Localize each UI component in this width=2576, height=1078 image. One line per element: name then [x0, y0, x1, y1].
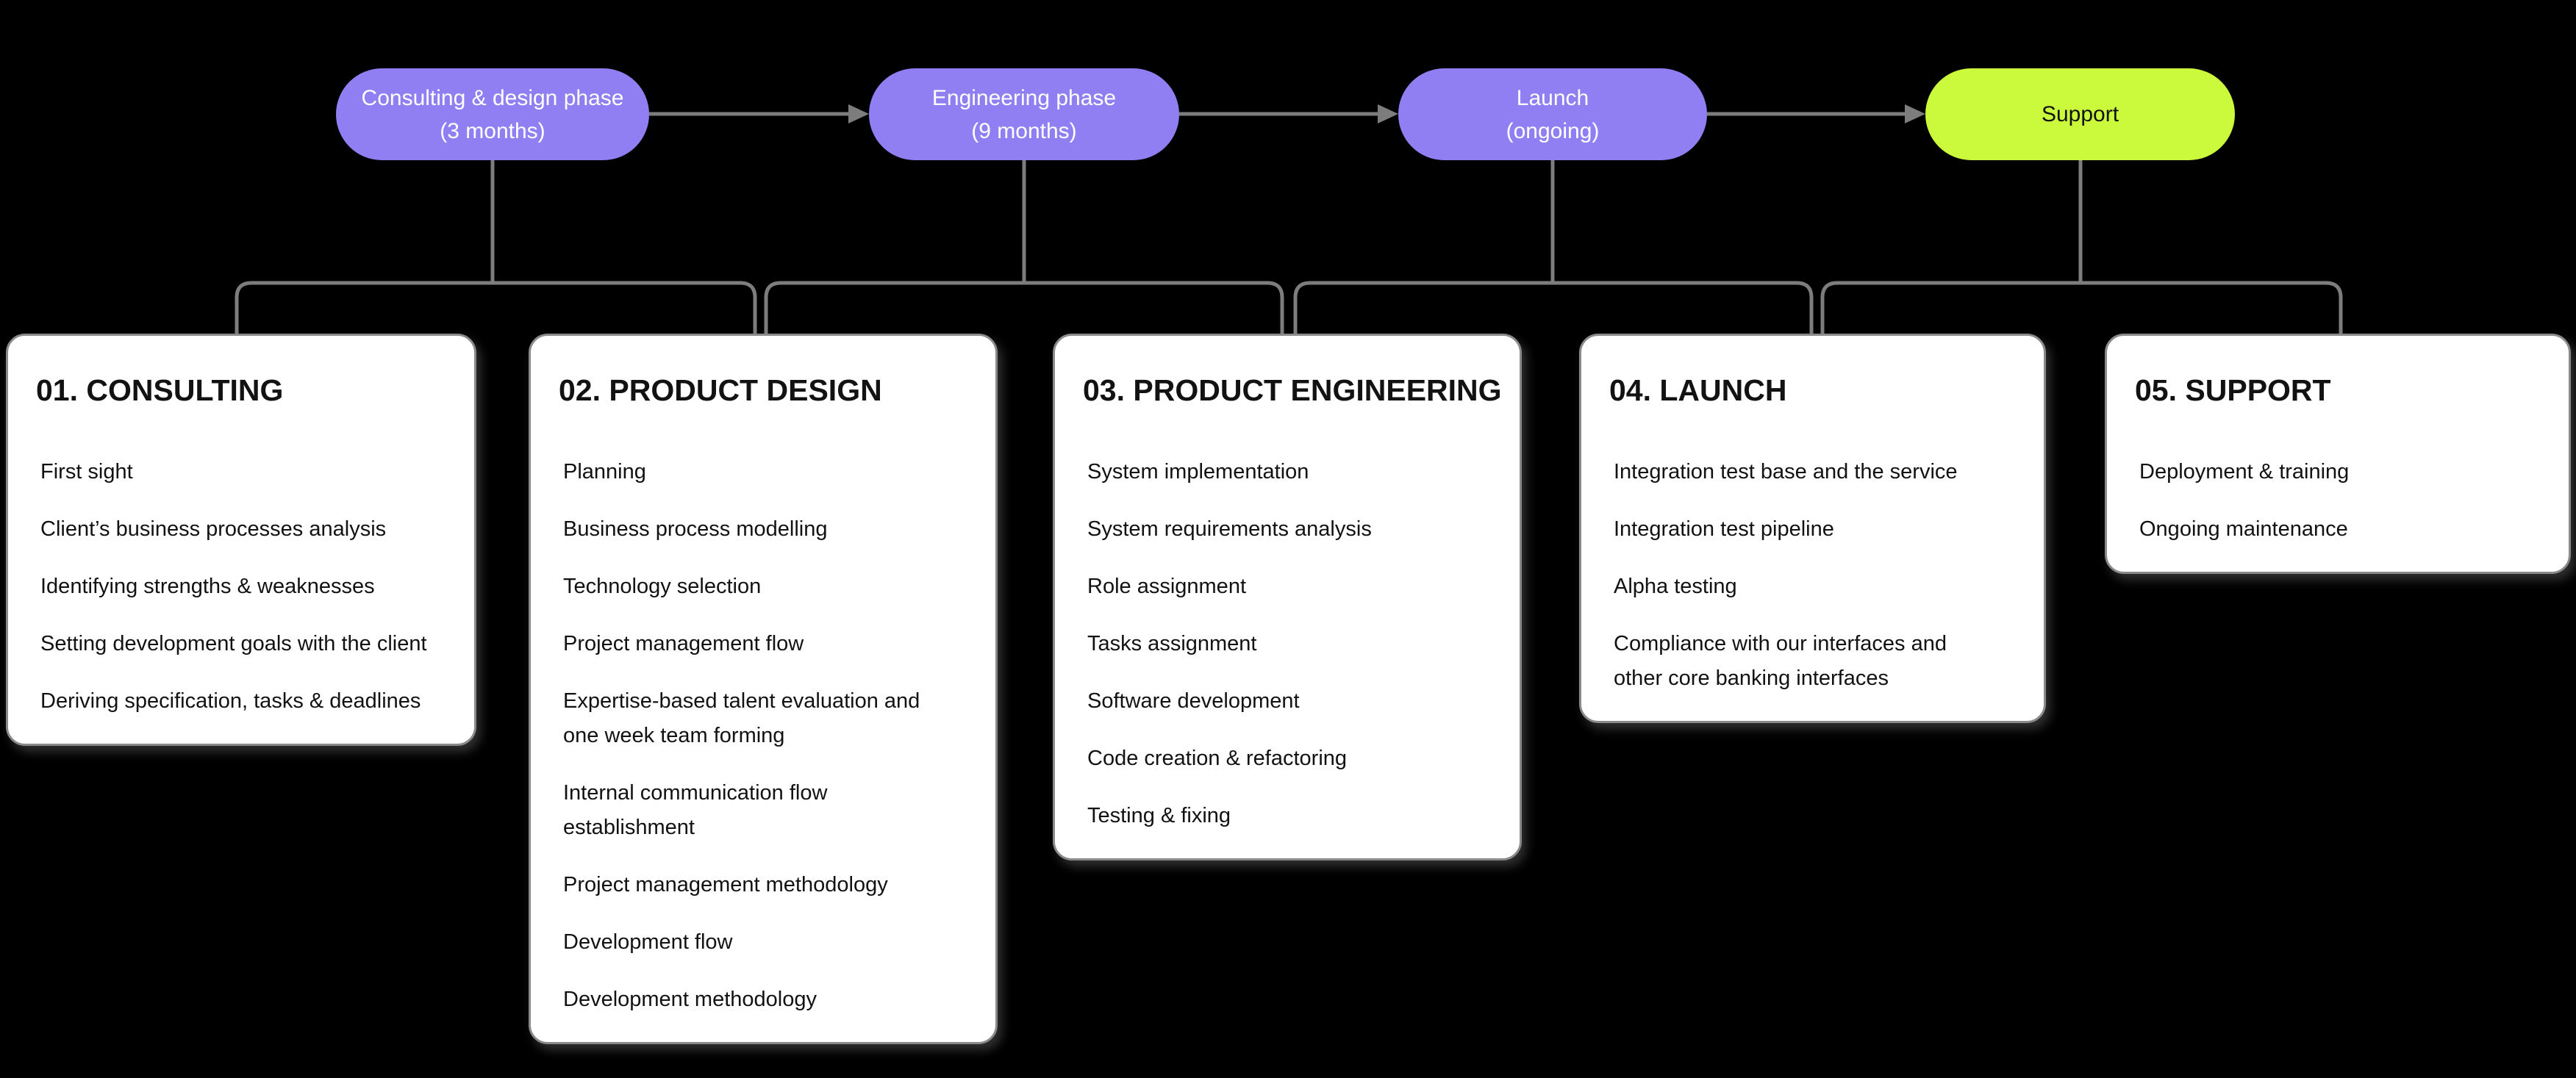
- card-item: Deriving specification, tasks & deadline…: [40, 684, 448, 719]
- card-item: Project management methodology: [563, 868, 969, 902]
- card-item: Alpha testing: [1614, 569, 2017, 604]
- card-item: Deployment & training: [2139, 455, 2542, 489]
- phase-pill-label-line: (9 months): [971, 118, 1077, 143]
- phase-pill-label-line: Consulting & design phase: [361, 85, 624, 110]
- card-item-text: Compliance with our interfaces and: [1614, 632, 1947, 655]
- card-item-text: Identifying strengths & weaknesses: [40, 575, 375, 598]
- card-item-text: Software development: [1087, 689, 1300, 713]
- card-item-text: Code creation & refactoring: [1087, 747, 1348, 770]
- card-consulting: 01. CONSULTING First sight Client’s busi…: [6, 334, 476, 746]
- card-item-text: System implementation: [1087, 460, 1309, 484]
- card-item-text: Project management flow: [563, 632, 804, 655]
- phase-pill-engineering: Engineering phase (9 months): [869, 68, 1179, 160]
- phase-pill-label-line: Launch: [1516, 85, 1589, 110]
- card-item-text: establishment: [563, 816, 695, 839]
- card-item-text: Development flow: [563, 930, 733, 954]
- phase-pill-label-line: Engineering phase: [931, 85, 1117, 110]
- card-launch: 04. LAUNCH Integration test base and the…: [1579, 334, 2046, 723]
- card-item: Software development: [1087, 684, 1493, 719]
- arrow-engineering-to-launch-head: [1378, 104, 1398, 123]
- card-item-text: Deployment & training: [2139, 460, 2350, 484]
- card-item-text: Project management methodology: [563, 873, 888, 896]
- phase-pill-launch: Launch (ongoing): [1398, 68, 1707, 160]
- card-item-text: Role assignment: [1087, 575, 1246, 598]
- phase-pill-consulting-design: Consulting & design phase (3 months): [336, 68, 649, 160]
- card-title: 01. CONSULTING: [36, 373, 284, 407]
- card-item-text: Setting development goals with the clien…: [40, 632, 427, 655]
- card-item: Code creation & refactoring: [1087, 741, 1493, 776]
- card-item: Role assignment: [1087, 569, 1493, 604]
- phase-pill-support: Support: [1925, 68, 2235, 160]
- card-item: Ongoing maintenance: [2139, 512, 2542, 547]
- card-item: Technology selection: [563, 569, 969, 604]
- card-title: 03. PRODUCT ENGINEERING: [1083, 373, 1502, 407]
- card-item-text: other core banking interfaces: [1614, 666, 1889, 690]
- phase-pill-label-line: Support: [2041, 102, 2119, 126]
- card-title: 02. PRODUCT DESIGN: [559, 373, 882, 407]
- card-item-text: Integration test pipeline: [1614, 517, 1834, 541]
- card-item-text: Deriving specification, tasks & deadline…: [40, 689, 421, 713]
- card-item: Integration test base and the service: [1614, 455, 2017, 489]
- card-item-text: Expertise-based talent evaluation and: [563, 689, 920, 713]
- card-product-design: 02. PRODUCT DESIGN Planning Business pro…: [529, 334, 998, 1044]
- phase-pill-label-line: (3 months): [440, 118, 545, 143]
- card-item: System implementation: [1087, 455, 1493, 489]
- card-item: Identifying strengths & weaknesses: [40, 569, 448, 604]
- card-item: Setting development goals with the clien…: [40, 627, 448, 661]
- bracket-engineering: [764, 281, 1284, 334]
- card-item: Testing & fixing: [1087, 799, 1493, 833]
- card-item-text: one week team forming: [563, 724, 785, 747]
- card-item-text: Integration test base and the service: [1614, 460, 1958, 484]
- card-item: Client’s business processes analysis: [40, 512, 448, 547]
- card-item-text: System requirements analysis: [1087, 517, 1372, 541]
- card-item: Development methodology: [563, 982, 969, 1017]
- card-item-text: Alpha testing: [1614, 575, 1737, 598]
- card-support: 05. SUPPORT Deployment & training Ongoin…: [2105, 334, 2571, 574]
- card-item: Business process modelling: [563, 512, 969, 547]
- card-item: Project management flow: [563, 627, 969, 661]
- arrow-launch-to-support-head: [1905, 104, 1925, 123]
- card-title: 05. SUPPORT: [2135, 373, 2331, 407]
- card-item-text: Internal communication flow: [563, 781, 828, 805]
- card-item-text: First sight: [40, 460, 133, 484]
- card-item: Internal communication flow establishmen…: [563, 776, 969, 845]
- phase-pill-label-line: (ongoing): [1506, 118, 1600, 143]
- card-item-text: Testing & fixing: [1087, 804, 1231, 827]
- card-item-text: Tasks assignment: [1087, 632, 1257, 655]
- card-item-text: Business process modelling: [563, 517, 828, 541]
- card-item: First sight: [40, 455, 448, 489]
- card-item-text: Planning: [563, 460, 646, 484]
- card-item: Expertise-based talent evaluation and on…: [563, 684, 969, 753]
- arrow-consulting-to-engineering-head: [848, 104, 869, 123]
- card-item: Development flow: [563, 925, 969, 960]
- card-product-engineering: 03. PRODUCT ENGINEERING System implement…: [1053, 334, 1522, 860]
- card-item-text: Client’s business processes analysis: [40, 517, 387, 541]
- card-item-text: Development methodology: [563, 988, 817, 1011]
- bracket-support: [1820, 281, 2343, 334]
- card-item: Integration test pipeline: [1614, 512, 2017, 547]
- card-title: 04. LAUNCH: [1609, 373, 1787, 407]
- card-item-text: Ongoing maintenance: [2139, 517, 2348, 541]
- card-item-text: Technology selection: [563, 575, 762, 598]
- card-item: System requirements analysis: [1087, 512, 1493, 547]
- bracket-consulting-design: [235, 281, 757, 334]
- card-item: Tasks assignment: [1087, 627, 1493, 661]
- bracket-launch: [1293, 281, 1814, 334]
- card-item: Compliance with our interfaces and other…: [1614, 627, 2017, 696]
- card-item: Planning: [563, 455, 969, 489]
